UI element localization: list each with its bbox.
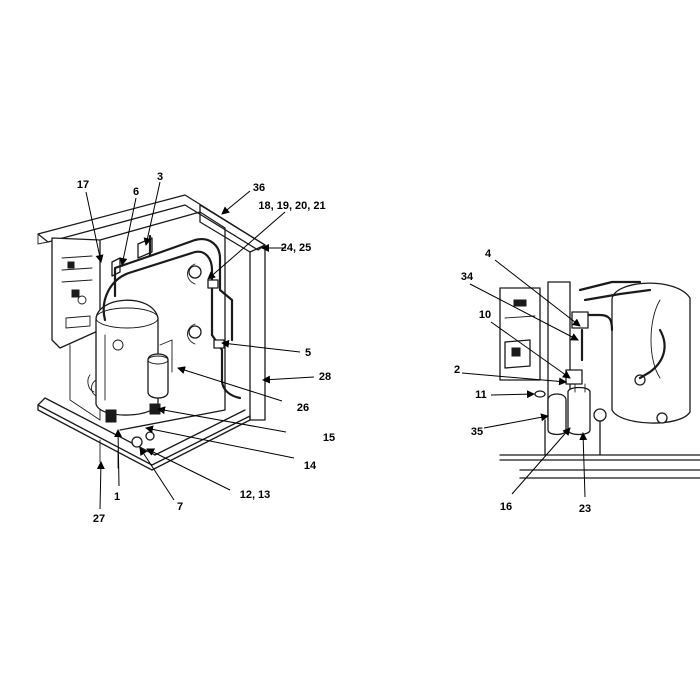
- callout-1: 1: [114, 491, 120, 503]
- base-rails: [499, 419, 700, 479]
- right-compressor: [593, 282, 691, 424]
- right-control-panel: [499, 287, 541, 381]
- service-valves: [207, 279, 225, 349]
- right-unit-drawing: [499, 280, 700, 479]
- callout-34: 34: [461, 271, 474, 283]
- right-tubing: [578, 280, 666, 380]
- control-box: [51, 237, 101, 421]
- callout-4: 4: [485, 248, 492, 260]
- callout-11: 10: [479, 309, 491, 321]
- callout-28: 36: [253, 182, 265, 194]
- tubing: [102, 234, 242, 400]
- callout-23: 23: [579, 503, 591, 515]
- callout-27: 28: [319, 371, 331, 383]
- callout-3: 3: [157, 171, 163, 183]
- callout-36: 26: [297, 402, 309, 414]
- callout-17: 14: [304, 460, 317, 472]
- callout-6: 6: [133, 186, 139, 198]
- callout-12-13: 12, 13: [240, 489, 271, 501]
- callout-7: 17: [77, 179, 89, 191]
- callout-35: 35: [471, 426, 483, 438]
- left-unit-drawing: [37, 194, 266, 471]
- accumulator: [147, 339, 173, 399]
- callout-5: 5: [305, 347, 311, 359]
- callout-16: 16: [500, 501, 512, 513]
- right-valves: [534, 311, 591, 436]
- callout-2: 2: [454, 364, 460, 376]
- callout-14: 7: [177, 501, 183, 513]
- callout-15: 27: [93, 513, 105, 525]
- callout-26: 24, 25: [281, 242, 312, 254]
- callout-labels: 17 6 3 36 18, 19, 20, 21 24, 25 5 28 26 …: [77, 171, 591, 525]
- leader-lines: [85, 181, 588, 510]
- callout-18-21: 15: [323, 432, 335, 444]
- top-rail: [37, 194, 266, 251]
- callout-24-25: 18, 19, 20, 21: [258, 200, 325, 212]
- callout-10: 11: [475, 389, 487, 401]
